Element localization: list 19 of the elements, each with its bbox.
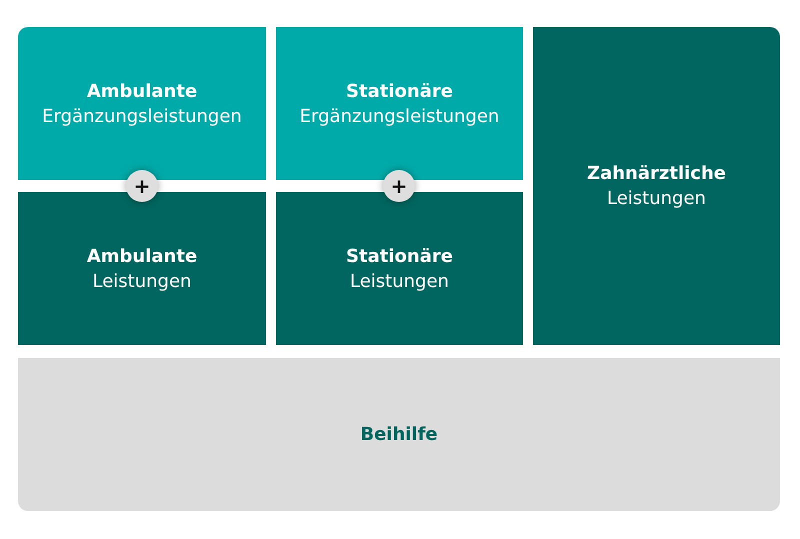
block-text: Leistungen <box>350 270 449 294</box>
block-text: Leistungen <box>92 270 192 294</box>
block-heading: Stationäre <box>346 80 453 104</box>
block-heading: Beihilfe <box>360 423 438 447</box>
service-block <box>533 27 780 345</box>
plus-sign: + <box>134 176 150 196</box>
service-block <box>18 192 266 345</box>
block-text: Ergänzungsleistungen <box>300 104 500 128</box>
service-block <box>18 27 266 180</box>
plus-sign: + <box>390 176 408 196</box>
block-heading: Ambulante <box>86 244 198 268</box>
block-text: Ergänzungsleistungen <box>42 104 242 128</box>
service-block <box>276 192 523 345</box>
block-text: Leistungen <box>607 187 706 211</box>
block-heading: Stationäre <box>346 244 453 268</box>
service-block <box>18 358 780 511</box>
block-heading: Zahnärztliche <box>587 162 726 186</box>
service-block <box>276 27 523 180</box>
block-heading: Ambulante <box>86 80 198 104</box>
